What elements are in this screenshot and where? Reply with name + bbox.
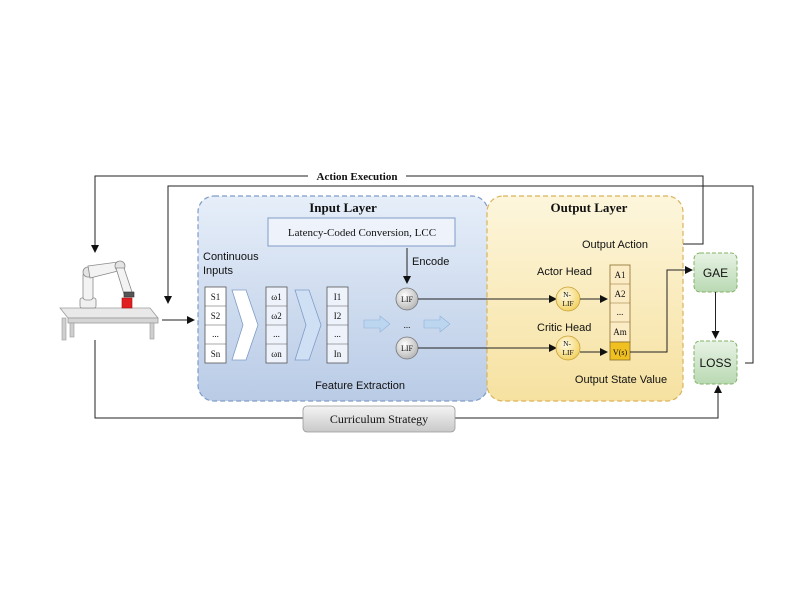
intermediate-cell: I2 — [334, 311, 342, 321]
lcc-label: Latency-Coded Conversion, LCC — [288, 227, 436, 239]
intermediate-cell: I1 — [334, 292, 342, 302]
state-cell: Sn — [211, 349, 221, 359]
value-cell: V(s) — [613, 348, 628, 357]
state-column: S1 S2 ... Sn — [204, 286, 227, 364]
encode-label: Encode — [412, 256, 449, 268]
state-cell: S1 — [211, 292, 221, 302]
feature-extraction-label: Feature Extraction — [315, 380, 405, 392]
action-cell: ... — [617, 307, 624, 317]
state-cell: S2 — [211, 311, 221, 321]
robot-arm-icon — [59, 260, 159, 341]
actor-head-label: Actor Head — [537, 266, 592, 278]
action-cell: A1 — [615, 270, 626, 280]
n-lif-label-critic: N- LIF — [562, 339, 573, 357]
curriculum-strategy-box — [302, 405, 456, 433]
action-execution-label-bg — [308, 170, 406, 182]
state-cell: ... — [212, 329, 219, 339]
gae-label: GAE — [703, 266, 728, 280]
value-to-gae-line — [630, 266, 693, 353]
lif-bottom-label: LIF — [401, 344, 414, 353]
loss-feedback-line — [164, 185, 754, 364]
lif-ellipsis: ... — [404, 320, 411, 330]
flow-arrow-icon — [231, 289, 259, 361]
weight-column: ω1 ω2 ... ωn — [265, 286, 288, 364]
continuous-inputs-label: Continuous Inputs — [203, 251, 262, 277]
n-lif-label-actor: N- LIF — [562, 290, 573, 308]
intermediate-cell: ... — [334, 329, 341, 339]
output-action-label: Output Action — [582, 239, 648, 251]
flow-arrow-icon — [294, 289, 322, 361]
action-column: A1 A2 ... Am — [609, 264, 631, 343]
intermediate-cell: In — [334, 349, 342, 359]
weight-cell: ω1 — [271, 292, 281, 302]
flow-arrow-icon — [423, 315, 451, 333]
flow-arrow-icon — [363, 315, 391, 333]
lif-top-label: LIF — [401, 295, 414, 304]
critic-head-label: Critic Head — [537, 322, 591, 334]
input-layer-title: Input Layer — [309, 200, 377, 215]
n-lif-neuron-icon — [555, 335, 581, 361]
loss-label: LOSS — [699, 356, 731, 370]
loss-box — [693, 340, 738, 385]
output-state-value-label: Output State Value — [575, 374, 667, 386]
value-cell-box — [609, 341, 631, 361]
intermediate-column: I1 I2 ... In — [326, 286, 349, 364]
action-cell: A2 — [615, 289, 626, 299]
output-layer-title: Output Layer — [551, 200, 628, 215]
action-execution-line — [91, 175, 704, 253]
lcc-box — [267, 217, 456, 247]
weight-cell: ωn — [271, 349, 282, 359]
curriculum-strategy-label: Curriculum Strategy — [330, 412, 428, 426]
action-execution-label-text: Action Execution — [317, 171, 398, 183]
weight-cell: ω2 — [271, 311, 281, 321]
weight-cell: ... — [273, 329, 280, 339]
action-cell: Am — [613, 327, 627, 337]
